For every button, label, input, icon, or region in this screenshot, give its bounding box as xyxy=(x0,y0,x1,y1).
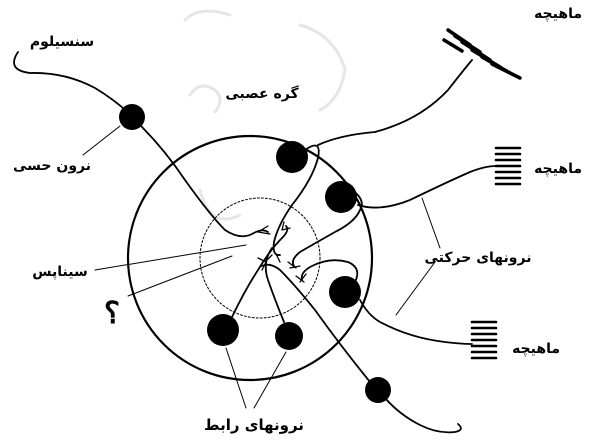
leader-synapse xyxy=(94,244,247,271)
label-muscle-top: ماهیچه xyxy=(534,6,582,22)
leader-sensory-neuron xyxy=(82,125,121,156)
muscle-bottom xyxy=(470,320,498,360)
label-question-mark: ؟ xyxy=(104,296,120,331)
leader-motor-2 xyxy=(395,261,436,316)
sensory-neuron xyxy=(13,51,271,238)
label-motor-neurons: نرونهای حرکتی xyxy=(425,250,532,266)
muscle-middle xyxy=(494,146,522,186)
motor-neuron-middle xyxy=(287,165,497,269)
interneuron-right xyxy=(264,247,303,350)
ganglion-circle xyxy=(126,134,374,382)
label-synapse: سیناپس xyxy=(32,264,88,280)
leader-inter-2 xyxy=(253,351,287,409)
interneuron-left-body xyxy=(207,314,239,346)
leader-lines xyxy=(82,125,441,409)
leader-question xyxy=(127,255,233,297)
label-stimulus: سنسیلوم xyxy=(30,34,94,50)
muscle-top xyxy=(442,28,522,80)
label-muscle-middle: ماهیچه xyxy=(534,161,582,177)
motor-neuron-top-body xyxy=(276,141,308,173)
motor-neuron-lower xyxy=(295,259,473,345)
lower-neuron xyxy=(257,257,462,434)
label-ganglion: گره عصبی xyxy=(225,85,299,102)
interneuron-left xyxy=(207,221,291,346)
sensory-neuron-body xyxy=(119,104,145,130)
label-interneurons: نرونهای رابط xyxy=(204,416,304,434)
lower-neuron-body xyxy=(365,377,391,403)
label-sensory-neuron: نرون حسی xyxy=(13,158,91,174)
motor-neuron-top xyxy=(265,59,473,263)
motor-neuron-middle-body xyxy=(325,181,357,213)
leader-inter-1 xyxy=(225,347,247,409)
label-muscle-bottom: ماهیچه xyxy=(512,341,560,357)
watermark xyxy=(183,9,347,221)
motor-neuron-lower-body xyxy=(329,276,361,308)
interneuron-right-body xyxy=(275,322,303,350)
synapse-region-circle xyxy=(199,197,321,319)
leader-motor-1 xyxy=(421,197,441,249)
